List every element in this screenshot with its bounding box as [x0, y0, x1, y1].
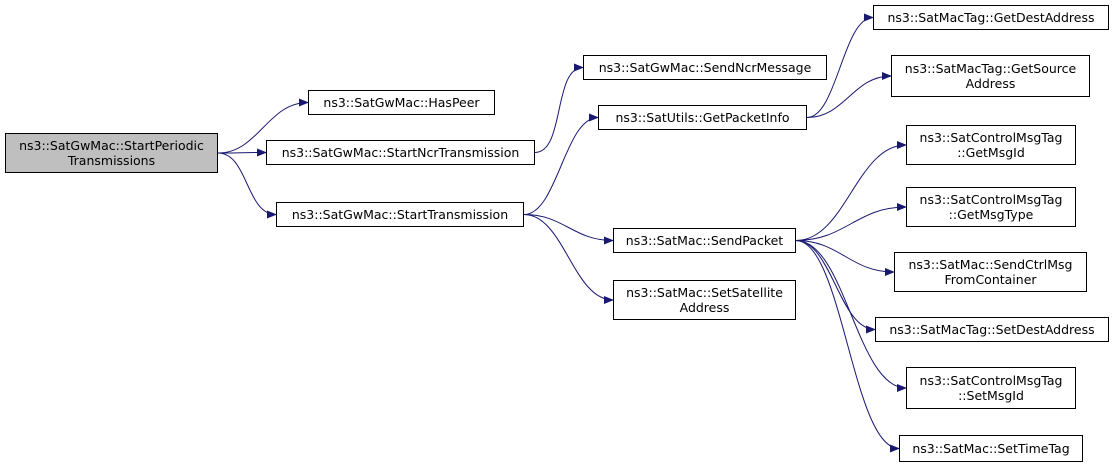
node-send-ncr[interactable]: ns3::SatGwMac::SendNcrMessage: [583, 55, 827, 80]
node-set-msg-id[interactable]: ns3::SatControlMsgTag::SetMsgId: [906, 367, 1076, 409]
edge-start-tx-to-set-sat-addr: [523, 214, 614, 304]
node-label-line: ns3::SatControlMsgTag: [919, 373, 1063, 388]
node-label-line: ns3::SatMac::SendCtrlMsg: [908, 257, 1073, 272]
edge-get-packet-info-to-get-dest: [806, 13, 874, 118]
node-label-line: ns3::SatGwMac::StartPeriodic: [19, 138, 204, 153]
node-label-line: Address: [965, 76, 1016, 91]
edge-start-periodic-to-start-tx: [217, 152, 277, 219]
node-get-msg-id[interactable]: ns3::SatControlMsgTag::GetMsgId: [906, 125, 1076, 165]
node-start-tx[interactable]: ns3::SatGwMac::StartTransmission: [276, 202, 524, 227]
node-label-line: Transmissions: [67, 153, 156, 168]
edge-layer: [217, 13, 907, 453]
node-label-line: ns3::SatGwMac::SendNcrMessage: [598, 60, 812, 75]
edge-start-periodic-to-has-peer: [217, 98, 309, 154]
edge-start-tx-to-send-packet: [523, 214, 614, 245]
edge-get-packet-info-to-get-source: [806, 72, 892, 118]
node-has-peer[interactable]: ns3::SatGwMac::HasPeer: [308, 90, 495, 115]
node-label-line: ns3::SatGwMac::HasPeer: [323, 95, 480, 110]
node-label-line: ns3::SatMacTag::GetDestAddress: [887, 10, 1095, 25]
node-label-line: ns3::SatMacTag::SetDestAddress: [889, 322, 1095, 337]
node-label-line: Address: [679, 300, 730, 315]
edge-send-packet-to-get-msg-id: [795, 141, 907, 241]
node-label-line: ns3::SatControlMsgTag: [919, 130, 1063, 145]
node-get-dest[interactable]: ns3::SatMacTag::GetDestAddress: [873, 5, 1109, 30]
node-get-msg-type[interactable]: ns3::SatControlMsgTag::GetMsgType: [906, 187, 1076, 227]
node-label-line: FromContainer: [944, 272, 1037, 287]
edge-send-packet-to-get-msg-type: [795, 203, 907, 241]
edge-start-ncr-to-send-ncr: [534, 63, 584, 153]
node-set-time[interactable]: ns3::SatMac::SetTimeTag: [899, 435, 1083, 462]
node-label-line: ns3::SatMac::SetTimeTag: [912, 441, 1070, 456]
node-set-dest[interactable]: ns3::SatMacTag::SetDestAddress: [875, 317, 1109, 342]
node-label-line: ns3::SatGwMac::StartNcrTransmission: [281, 145, 520, 160]
node-label-line: ns3::SatUtils::GetPacketInfo: [615, 110, 790, 125]
edge-send-packet-to-set-time: [795, 240, 900, 453]
node-label-line: ::SetMsgId: [958, 388, 1024, 403]
edge-send-packet-to-set-dest: [795, 240, 876, 334]
edge-start-periodic-to-start-ncr: [217, 148, 267, 157]
node-label-line: ns3::SatGwMac::StartTransmission: [291, 207, 509, 222]
node-start-ncr[interactable]: ns3::SatGwMac::StartNcrTransmission: [266, 140, 535, 165]
node-label-line: ns3::SatMac::SetSatellite: [626, 285, 783, 300]
node-label-line: ::GetMsgId: [957, 145, 1025, 160]
edge-send-packet-to-set-msg-id: [795, 240, 907, 392]
node-label-line: ns3::SatControlMsgTag: [919, 192, 1063, 207]
edge-start-tx-to-get-packet-info: [523, 113, 599, 215]
node-label-line: ns3::SatMacTag::GetSource: [904, 61, 1077, 76]
edge-send-packet-to-send-ctrl: [795, 240, 895, 276]
node-get-packet-info[interactable]: ns3::SatUtils::GetPacketInfo: [598, 105, 807, 130]
node-label-line: ns3::SatMac::SendPacket: [625, 233, 784, 248]
node-label-line: ::GetMsgType: [948, 207, 1034, 222]
node-send-packet[interactable]: ns3::SatMac::SendPacket: [613, 228, 796, 253]
